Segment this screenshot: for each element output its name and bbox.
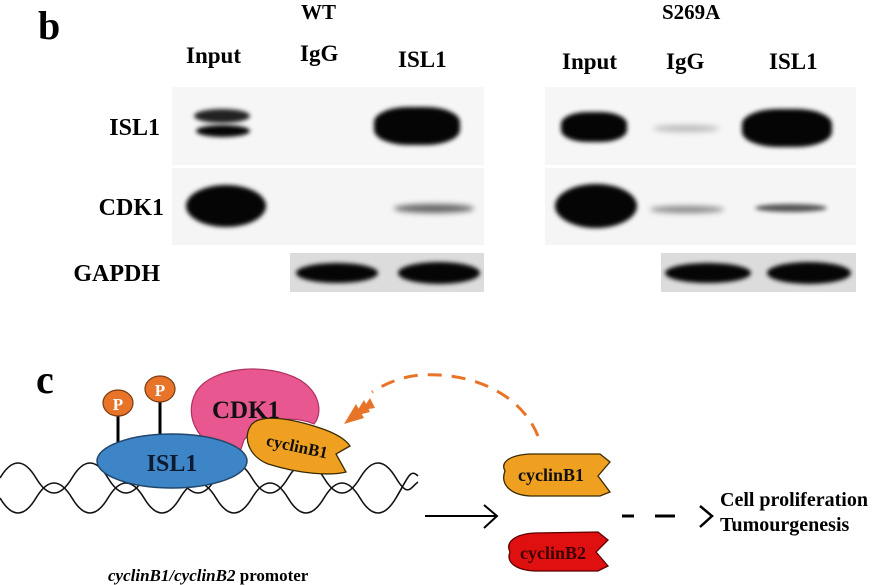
band bbox=[653, 125, 719, 132]
band bbox=[561, 112, 627, 142]
lane-label-wt-input: Input bbox=[186, 43, 241, 68]
panel-b-letter: b bbox=[38, 3, 61, 48]
band bbox=[665, 263, 751, 283]
band bbox=[186, 185, 266, 227]
promoter-caption: cyclinB1/cyclinB2 promoter bbox=[108, 567, 308, 584]
blot-wt-gapdh bbox=[290, 253, 484, 292]
phospho-label: P bbox=[155, 381, 165, 400]
promoter-to-cyclins-arrow bbox=[425, 504, 499, 529]
isl1-label: ISL1 bbox=[147, 451, 198, 477]
blot-wt-isl1 bbox=[172, 87, 484, 165]
cdk1-label: CDK1 bbox=[212, 397, 280, 424]
isl1-ellipse bbox=[96, 433, 248, 489]
row-label-cdk1: CDK1 bbox=[98, 195, 164, 221]
promoter-caption-suffix: promoter bbox=[235, 566, 309, 585]
band bbox=[755, 204, 827, 212]
blot-s269a-isl1 bbox=[545, 87, 856, 165]
outcome-tumourgenesis: Tumourgenesis bbox=[720, 514, 850, 536]
lane-label-wt-igg: IgG bbox=[300, 41, 339, 66]
feedback-arrowheads bbox=[344, 398, 375, 424]
group-title-s269a: S269A bbox=[662, 0, 721, 24]
phospho-label: P bbox=[113, 395, 123, 414]
blot-wt-cdk1 bbox=[172, 168, 484, 245]
blot-s269a-cdk1 bbox=[545, 168, 856, 245]
cyclinb2-shape bbox=[508, 531, 610, 572]
promoter-caption-genes: cyclinB1/cyclinB2 bbox=[108, 566, 236, 585]
cyclins-to-outcome-arrow bbox=[622, 505, 714, 528]
row-label-gapdh: GAPDH bbox=[73, 261, 160, 287]
phospho-circle bbox=[144, 375, 176, 403]
band bbox=[194, 109, 250, 123]
cyclinb1-label: cyclinB1 bbox=[518, 465, 584, 485]
phospho-circle bbox=[102, 389, 134, 417]
lane-label-s269a-isl1: ISL1 bbox=[769, 49, 818, 74]
band bbox=[555, 184, 637, 228]
feedback-arrow bbox=[371, 373, 540, 437]
band bbox=[650, 206, 724, 213]
band bbox=[196, 125, 250, 137]
cyclinb2-label: cyclinB2 bbox=[520, 543, 586, 563]
band bbox=[742, 109, 832, 147]
blot-s269a-gapdh bbox=[661, 253, 856, 292]
cyclinb1-bound-shape bbox=[246, 417, 351, 475]
outcome-cell-proliferation: Cell proliferation bbox=[720, 489, 868, 511]
lane-label-wt-isl1: ISL1 bbox=[398, 47, 447, 72]
band bbox=[767, 262, 851, 284]
panel-c-letter: c bbox=[36, 357, 54, 402]
band bbox=[296, 263, 378, 283]
cyclinb1-shape bbox=[503, 453, 612, 497]
lane-label-s269a-igg: IgG bbox=[666, 49, 705, 74]
lane-label-s269a-input: Input bbox=[562, 49, 617, 74]
row-label-isl1: ISL1 bbox=[109, 115, 160, 141]
group-title-wt: WT bbox=[301, 0, 337, 24]
band bbox=[374, 107, 460, 145]
band bbox=[398, 262, 480, 284]
band bbox=[394, 204, 474, 213]
